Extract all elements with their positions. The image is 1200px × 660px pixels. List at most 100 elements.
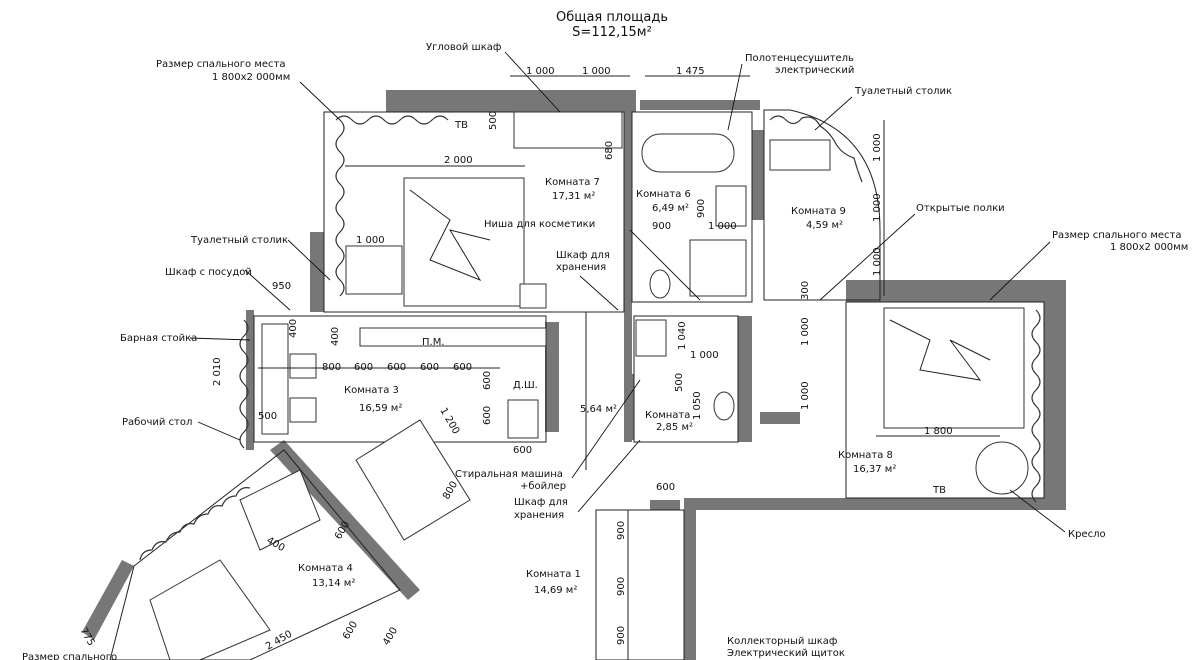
room8-area: 16,37 м² [853, 464, 896, 475]
callout-cosmetics-niche: Ниша для косметики [484, 219, 595, 230]
callout-corner-wardrobe: Угловой шкаф [426, 42, 501, 53]
total-area: S=112,15м² [572, 25, 652, 40]
dim-1040: 1 040 [677, 321, 688, 350]
wall-kitchen-right [545, 322, 559, 432]
wall-top-mid [506, 90, 636, 112]
outlines [109, 109, 1045, 660]
room1-area: 14,69 м² [534, 585, 577, 596]
callout-washer: Стиральная машина [455, 469, 563, 480]
room1-name: Комната 1 [526, 569, 581, 580]
dim-950: 950 [272, 281, 291, 292]
wall-room4-left [82, 560, 134, 640]
room1-wardrobe [595, 509, 685, 660]
dim-1000-8b: 1 000 [800, 381, 811, 410]
dim-900-a: 900 [696, 199, 707, 218]
walls [82, 90, 1066, 660]
bed-room7 [403, 177, 525, 307]
room6-area: 6,49 м² [652, 203, 689, 214]
room6-name: Комната 6 [636, 189, 691, 200]
room8-name: Комната 8 [838, 450, 893, 461]
curtain-room7-left [335, 119, 345, 297]
nightstand-7 [519, 283, 547, 309]
dim-500-b: 500 [258, 411, 277, 422]
room4-outline [109, 449, 401, 660]
room2-outline [633, 315, 739, 443]
sink-room6 [715, 185, 747, 227]
toilet-room6 [649, 269, 671, 299]
room3-area: 16,59 м² [359, 403, 402, 414]
wall-bar [246, 310, 254, 450]
bed-room4 [149, 559, 271, 660]
callout-collector: Коллекторный шкаф [727, 636, 837, 647]
dim-900-v3: 900 [616, 626, 627, 645]
callout-panel: Электрический щиток [727, 648, 845, 659]
curtain-room7-top [335, 115, 449, 125]
room9-outline [763, 109, 881, 301]
dim-400-r4b: 400 [381, 625, 400, 647]
dim-2000: 2 000 [444, 155, 473, 166]
dim-1800: 1 800 [924, 426, 953, 437]
callout-bar-counter: Барная стойка [120, 333, 197, 344]
bar-stool-1 [289, 353, 317, 379]
callout-storage-1: Шкаф для [556, 250, 610, 261]
dim-600-3: 600 [420, 362, 439, 373]
room6-outline [631, 111, 753, 303]
dim-1000-9a: 1 000 [872, 133, 883, 162]
dining-table [355, 419, 471, 541]
leaders [189, 51, 1066, 533]
dim-600-4: 600 [453, 362, 472, 373]
dim-1000-a: 1 000 [526, 66, 555, 77]
wall-bath2-left [626, 374, 634, 440]
dim-680: 680 [604, 141, 615, 160]
leader-armchair [1009, 489, 1066, 533]
leader-storage-1 [579, 275, 619, 311]
dim-400-a: 400 [288, 319, 299, 338]
label-dishwasher-pm: П.М. [422, 337, 445, 348]
wall-mid-vertical [624, 112, 632, 442]
callout-armchair: Кресло [1068, 529, 1106, 540]
wall-top-bath [640, 100, 760, 110]
room-labels: Комната 7 17,31 м² Комната 6 6,49 м² Ком… [298, 177, 896, 596]
wall-room4-right [270, 440, 420, 600]
callout-bed-size-7-value: 1 800х2 000мм [212, 72, 290, 83]
dim-2010: 2 010 [212, 357, 223, 386]
leader-dish-cabinet [244, 269, 291, 311]
dim-400-b: 400 [330, 327, 341, 346]
dim-1000-9b: 1 000 [872, 193, 883, 222]
dim-500-c: 500 [674, 373, 685, 392]
room7-name: Комната 7 [545, 177, 600, 188]
callout-work-desk: Рабочий стол [122, 417, 192, 428]
dim-1475: 1 475 [676, 66, 705, 77]
callout-storage-2b: хранения [514, 510, 564, 521]
room2-area: 2,85 м² [656, 422, 693, 433]
bed-room7-sheets [409, 189, 491, 282]
room4-name: Комната 4 [298, 563, 353, 574]
dim-1000-9c: 1 000 [872, 247, 883, 276]
dim-800: 800 [322, 362, 341, 373]
callout-bed-size-4: Размер спального [22, 652, 117, 660]
leader-storage-2 [577, 439, 641, 513]
room9-area: 4,59 м² [806, 220, 843, 231]
callout-towel-dryer: Полотенцесушитель [745, 53, 854, 64]
dressing-table-7-shape [345, 245, 403, 295]
wall-bath9 [752, 130, 764, 220]
callout-storage-2: Шкаф для [514, 497, 568, 508]
callout-storage-1b: хранения [556, 262, 606, 273]
dim-600-2: 600 [387, 362, 406, 373]
room3-name: Комната 3 [344, 385, 399, 396]
label-tv-8: ТВ [932, 485, 946, 496]
leader-bed-size-8 [989, 241, 1051, 301]
leader-dressing-table-7 [287, 239, 331, 281]
room2-name: Комната [645, 410, 690, 421]
hall-area: 5,64 м² [580, 404, 617, 415]
washer-shape [635, 319, 667, 357]
wall-top-left [386, 90, 506, 112]
callout-open-shelves: Открытые полки [916, 203, 1005, 214]
curtain-room4 [139, 487, 251, 561]
leader-washer [571, 379, 641, 479]
leader-work-desk [197, 421, 241, 441]
plan-title: Общая площадь [556, 10, 668, 25]
dim-600-r4b: 600 [341, 619, 360, 641]
label-tv-7: ТВ [454, 120, 468, 131]
